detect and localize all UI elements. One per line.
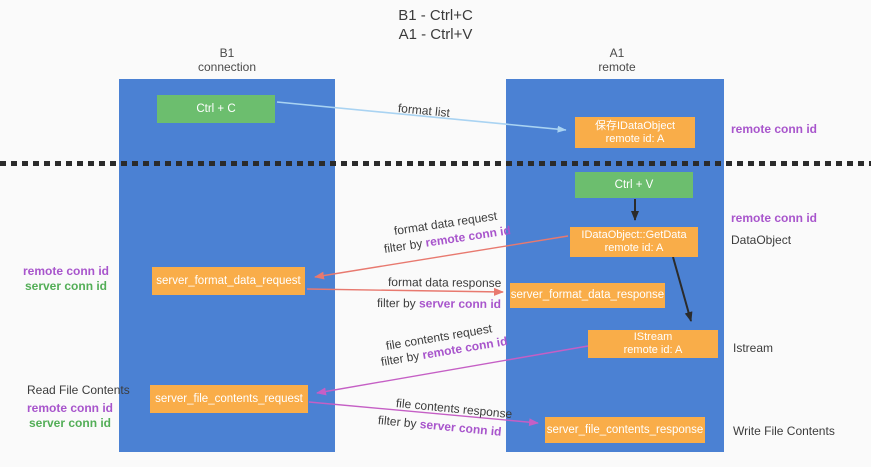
node-istream-line1: IStream: [633, 331, 673, 343]
node-ctrl-v-label: Ctrl + V: [614, 178, 654, 191]
label-left-conn-ids-1: remote conn id server conn id: [18, 264, 114, 294]
label-format-data-response: format data response: [387, 275, 502, 290]
label-read-file-contents: Read File Contents: [27, 383, 130, 397]
dashed-divider: [0, 161, 871, 166]
node-getdata-line2: remote id: A: [604, 242, 664, 254]
arrow-file-contents-response: [308, 401, 539, 427]
arrow-format-list: [276, 101, 567, 133]
node-format-request-label: server_format_data_request: [156, 274, 301, 287]
title-line-2: A1 - Ctrl+V: [398, 26, 473, 43]
lane-b1-name: B1: [219, 46, 235, 60]
lane-a1-role: remote: [598, 60, 636, 74]
node-istream: IStream remote id: A: [588, 330, 718, 358]
label-filter-server-conn-1: filter by server conn id: [377, 296, 501, 311]
label-left-conn-ids-2: remote conn id server conn id: [22, 401, 118, 431]
node-server-format-data-request: server_format_data_request: [152, 267, 305, 295]
filter-prefix: filter by: [376, 296, 420, 311]
lane-header-a1: A1 remote: [547, 46, 687, 74]
node-getdata-line1: IDataObject::GetData: [581, 229, 687, 241]
label-left-remote-conn-id-1: remote conn id: [22, 264, 109, 278]
arrow-format-data-request: [314, 235, 569, 280]
lane-a1-name: A1: [609, 46, 625, 60]
filter-key-server-conn-id: server conn id: [418, 296, 502, 312]
node-idataobject-getdata: IDataObject::GetData remote id: A: [570, 227, 698, 257]
diagram-title: B1 - Ctrl+C A1 - Ctrl+V: [0, 6, 871, 44]
node-server-file-contents-request: server_file_contents_request: [150, 385, 308, 413]
node-file-response-label: server_file_contents_response: [546, 423, 704, 436]
lane-b1-role: connection: [197, 60, 257, 74]
title-line-1: B1 - Ctrl+C: [398, 7, 473, 24]
label-left-server-conn-id-2: server conn id: [28, 416, 112, 430]
label-istream: Istream: [733, 341, 774, 355]
label-right-remote-conn-id-2: remote conn id: [731, 211, 818, 225]
node-server-file-contents-response: server_file_contents_response: [545, 417, 705, 443]
node-ctrl-c-label: Ctrl + C: [196, 102, 236, 115]
node-save-idataobject: 保存IDataObject remote id: A: [575, 117, 695, 148]
node-format-response-label: server_format_data_response: [510, 289, 665, 301]
arrow-file-contents-request: [316, 345, 589, 396]
label-left-server-conn-id-1: server conn id: [24, 279, 108, 293]
node-istream-line2: remote id: A: [623, 344, 683, 356]
arrow-getdata-to-istream: [672, 256, 693, 322]
node-file-request-label: server_file_contents_request: [155, 392, 303, 405]
node-ctrl-v: Ctrl + V: [575, 172, 693, 198]
node-ctrl-c: Ctrl + C: [157, 95, 275, 123]
node-save-idataobject-line1: 保存IDataObject: [594, 119, 676, 132]
label-left-remote-conn-id-2: remote conn id: [26, 401, 113, 415]
label-right-remote-conn-id-1: remote conn id: [731, 122, 818, 136]
node-save-idataobject-line2: remote id: A: [605, 132, 665, 145]
label-write-file-contents: Write File Contents: [733, 424, 835, 438]
label-dataobject: DataObject: [731, 233, 792, 247]
node-server-format-data-response: server_format_data_response: [510, 283, 665, 308]
arrow-format-data-response: [306, 287, 504, 296]
lane-header-b1: B1 connection: [157, 46, 297, 74]
